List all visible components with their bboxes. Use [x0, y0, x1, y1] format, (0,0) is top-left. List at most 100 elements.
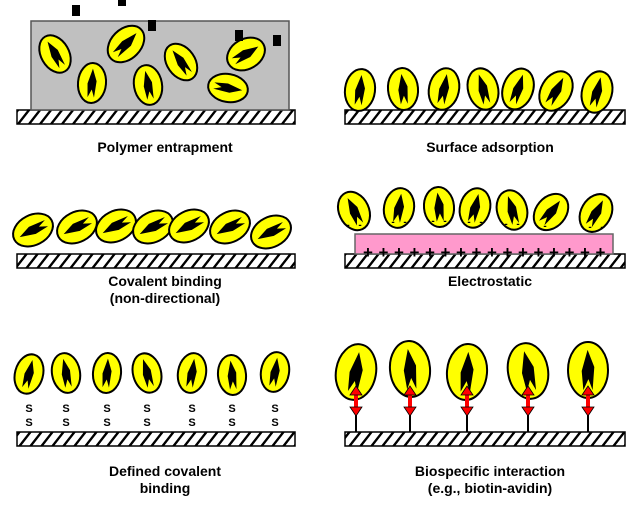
disulfide-sulfur: S: [228, 417, 235, 429]
negative-charge: -: [555, 221, 558, 232]
disulfide-sulfur: S: [62, 417, 69, 429]
covalent-linker: [118, 0, 126, 6]
enzyme-icon: [343, 68, 377, 112]
active-site-shape: [437, 74, 450, 105]
active-site-shape: [507, 196, 520, 225]
active-site-shape: [143, 70, 154, 100]
disulfide-sulfur: S: [103, 417, 110, 429]
enzyme-icon: [501, 67, 535, 111]
enzyme-icon: [458, 187, 492, 229]
support-surface-hatch: [16, 253, 296, 269]
charged-polymer-layer: [354, 233, 614, 255]
enzyme-icon: [132, 64, 164, 106]
arrow-head-down: [521, 406, 535, 417]
active-site-shape: [539, 200, 561, 226]
active-site-shape: [112, 33, 137, 58]
enzyme-icon: [422, 186, 456, 228]
enzyme-icon: [538, 70, 574, 112]
enzyme-icon: [209, 209, 251, 245]
enzyme-icon: [163, 42, 199, 82]
active-site-shape: [460, 351, 474, 393]
enzyme-icon: [388, 340, 432, 398]
enzyme-icon: [580, 70, 614, 114]
support-surface-hatch: [344, 109, 626, 125]
enzyme-icon: [495, 189, 529, 231]
active-site-shape: [213, 82, 243, 93]
active-site-shape: [175, 216, 205, 234]
enzyme-icon: [56, 209, 98, 245]
disulfide-sulfur: S: [188, 403, 195, 415]
negative-charge: -: [358, 220, 361, 231]
enzyme-icon: [38, 34, 72, 74]
arrow-head-up: [581, 385, 595, 396]
arrow-head-down: [460, 406, 474, 417]
enzyme-icon: [226, 36, 266, 72]
enzyme-icon: [50, 352, 82, 394]
active-site-shape: [216, 217, 246, 235]
active-site-shape: [585, 200, 603, 228]
negative-charge: -: [504, 219, 507, 230]
disulfide-sulfur: S: [25, 403, 32, 415]
positive-charge: +: [596, 243, 606, 262]
negative-charge: -: [479, 217, 482, 228]
positive-charge: +: [394, 243, 404, 262]
covalent-linker: [235, 30, 243, 41]
enzyme-icon: [106, 24, 146, 64]
positive-charge: +: [565, 243, 575, 262]
enzyme-icon: [336, 190, 372, 232]
enzyme-icon: [216, 354, 248, 396]
enzyme-icon: [445, 343, 489, 401]
active-site-shape: [87, 68, 97, 98]
caption-biospecific-interaction: Biospecific interaction(e.g., biotin-avi…: [414, 463, 566, 496]
active-site-shape: [545, 77, 564, 106]
enzyme-icon: [12, 212, 54, 248]
active-site-shape: [581, 349, 595, 391]
active-site-shape: [434, 192, 444, 222]
active-site-shape: [19, 220, 49, 238]
enzyme-icon: [176, 352, 208, 394]
enzyme-icon: [168, 208, 210, 244]
disulfide-sulfur: S: [103, 403, 110, 415]
biospecific-arrow: [403, 385, 417, 417]
support-surface-hatch: [16, 109, 296, 125]
negative-charge: -: [391, 217, 394, 228]
support-surface-hatch: [344, 431, 626, 447]
caption-covalent-binding: Covalent binding(non-directional): [108, 273, 222, 306]
enzyme-icon: [131, 352, 163, 394]
enzyme-icon: [91, 352, 123, 394]
covalent-linker: [148, 20, 156, 31]
caption-polymer-entrapment: Polymer entrapment: [97, 139, 233, 155]
active-site-shape: [139, 217, 169, 235]
active-site-shape: [393, 193, 405, 223]
active-site-shape: [347, 198, 364, 226]
positive-charge: +: [410, 243, 420, 262]
active-site-shape: [269, 357, 280, 387]
negative-charge: -: [443, 216, 446, 227]
negative-charge: -: [346, 220, 349, 231]
positive-charge: +: [379, 243, 389, 262]
covalent-linker: [273, 35, 281, 46]
support-surface-hatch: [16, 431, 296, 447]
enzyme-icon: [506, 342, 550, 400]
positive-charge: +: [472, 243, 482, 262]
negative-charge: -: [543, 221, 546, 232]
active-site-shape: [398, 73, 408, 105]
arrow-head-up: [403, 385, 417, 396]
positive-charge: +: [425, 243, 435, 262]
negative-charge: -: [516, 219, 519, 230]
active-site-shape: [186, 358, 197, 388]
negative-charge: -: [431, 216, 434, 227]
positive-charge: +: [534, 243, 544, 262]
enzyme-icon: [466, 67, 500, 111]
disulfide-sulfur: S: [228, 403, 235, 415]
positive-charge: +: [363, 243, 373, 262]
active-site-shape: [61, 358, 72, 388]
arrow-head-down: [349, 406, 363, 417]
active-site-shape: [589, 77, 603, 108]
enzyme-icon: [250, 214, 292, 250]
disulfide-sulfur: S: [25, 417, 32, 429]
enzyme-icon: [382, 187, 416, 229]
enzyme-icon: [95, 208, 137, 244]
